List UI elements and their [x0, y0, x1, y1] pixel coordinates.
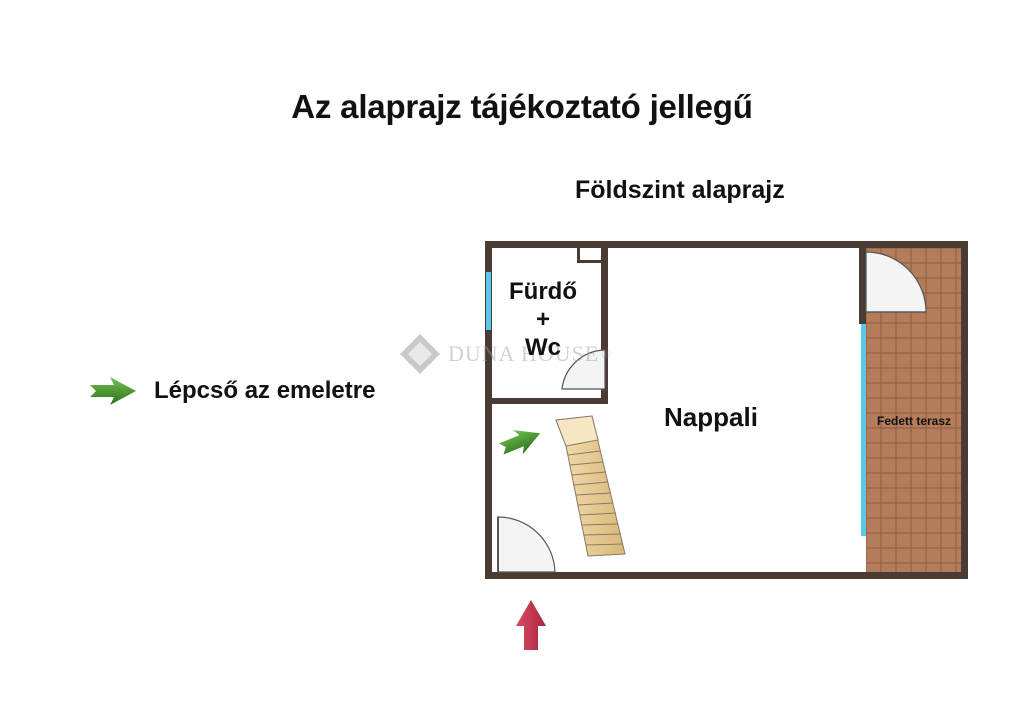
terrace-label: Fedett terasz	[876, 414, 952, 428]
page-title: Az alaprajz tájékoztató jellegű	[291, 88, 753, 125]
bathroom-label-line2: +	[535, 306, 550, 333]
bathroom-label-line1: Fürdő	[509, 278, 577, 305]
entrance-door	[497, 516, 556, 573]
bathroom-door	[561, 349, 606, 390]
living-room-label: Nappali	[664, 402, 758, 432]
green-arrow-icon	[90, 377, 136, 405]
bathroom-label: Fürdő + Wc	[500, 278, 586, 362]
floor-title: Földszint alaprajz	[575, 176, 785, 204]
terrace-window	[861, 324, 866, 536]
bathroom-window	[486, 272, 491, 330]
staircase	[555, 415, 626, 557]
bathroom-label-line3: Wc	[525, 334, 561, 361]
terrace-door	[865, 251, 927, 313]
legend: Lépcső az emeletre	[88, 374, 375, 408]
entrance-arrow-icon	[516, 600, 546, 650]
stair-arrow-icon	[498, 430, 541, 455]
walls	[485, 241, 968, 579]
legend-label: Lépcső az emeletre	[154, 377, 376, 404]
